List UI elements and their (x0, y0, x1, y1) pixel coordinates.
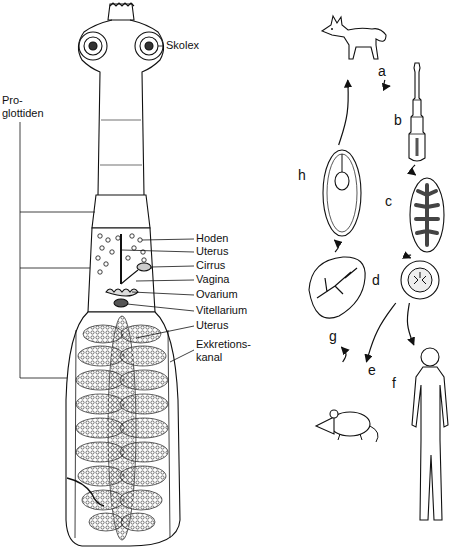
sucker-ring (84, 37, 102, 55)
leader-line (170, 350, 194, 362)
cyst-wall (323, 150, 361, 236)
liver (309, 257, 365, 318)
sucker (135, 32, 163, 60)
stage-drawing (372, 258, 442, 303)
gravid-segment (410, 178, 444, 252)
cycle-arrow (341, 347, 346, 362)
genital-duct (67, 478, 104, 506)
neck-line (100, 120, 142, 165)
part-label: Hoden (196, 232, 228, 245)
cycle-arrow (384, 80, 390, 86)
protoscolex-neck (342, 154, 343, 173)
life-cycle-stage: f (392, 345, 455, 527)
mouse-ear (330, 410, 338, 418)
embryo-hooks (414, 272, 426, 284)
uterus-mark (416, 138, 419, 156)
sucker-center (89, 42, 97, 50)
leader-line (132, 292, 194, 295)
stage-letter: c (385, 193, 392, 209)
stage-drawing (318, 5, 388, 80)
part-label: Exkretions- kanal (196, 338, 256, 364)
cycle-arrow (411, 165, 415, 175)
sucker-ring (140, 37, 158, 55)
life-cycle-stage: c (385, 175, 450, 255)
egg-filled-uterus (416, 185, 438, 245)
fox (322, 16, 386, 59)
cycle-arrow (407, 255, 411, 258)
leader-line (158, 46, 164, 47)
part-label: Pro- glottiden (2, 94, 46, 120)
protoscolex (335, 172, 349, 190)
adult-worm (409, 63, 425, 161)
hook-crown (110, 3, 134, 6)
leader-line (136, 280, 194, 281)
part-label: Skolex (166, 39, 199, 52)
life-cycle-stage: b (390, 60, 435, 165)
gravid-uterus (76, 316, 168, 540)
life-cycle-stage: d (372, 258, 442, 303)
stage-letter: b (394, 112, 402, 128)
cycle-arrow (339, 80, 349, 145)
human-head (421, 348, 439, 366)
stage-letter: a (378, 63, 386, 79)
stage-drawing (298, 145, 366, 240)
stage-letter: e (368, 362, 376, 378)
gravid-proglottid (66, 312, 180, 546)
leader-lines (20, 46, 194, 378)
mature-proglottid (88, 228, 155, 312)
leader-line (122, 250, 194, 252)
part-label: Ovarium (196, 288, 238, 301)
stage-letter: d (372, 272, 380, 288)
cyst-inner (327, 154, 357, 232)
stage-letter: f (392, 375, 396, 391)
part-label: Uterus (196, 319, 228, 332)
leader-line (142, 239, 194, 240)
stage-drawing (392, 345, 455, 527)
life-cycle-stage: g (305, 252, 370, 347)
life-cycle-stage: e (310, 362, 382, 444)
vagina-duct (121, 268, 152, 284)
rostellum (108, 4, 134, 20)
part-label: Cirrus (196, 259, 225, 272)
bracket-line (20, 122, 95, 378)
life-cycle-stage: h (298, 145, 366, 240)
sucker (79, 32, 107, 60)
stage-drawing (385, 175, 450, 255)
uterus-stem (120, 234, 122, 284)
cirrus-sac (137, 263, 151, 271)
part-label: Vitellarium (196, 304, 247, 317)
vitellarium (114, 299, 128, 307)
cycle-arrow (334, 240, 338, 252)
mouse-head (316, 417, 334, 434)
ovary (106, 289, 138, 296)
immature-proglottid (92, 195, 150, 228)
part-label: Vagina (196, 273, 229, 286)
mouse-tail (338, 426, 378, 442)
stage-letter: h (298, 167, 306, 183)
stage-drawing (305, 252, 370, 347)
cycle-arrow (366, 303, 395, 362)
fox-eye (331, 28, 333, 30)
human-body (412, 367, 448, 520)
stage-letter: g (329, 328, 337, 344)
scolex-outline (78, 20, 163, 195)
segment-line (409, 100, 425, 134)
oncosphere (408, 268, 432, 292)
worm-body (66, 3, 180, 546)
hydatid-cysts (317, 268, 357, 298)
leader-line (151, 266, 194, 267)
life-cycle-stage: a (318, 5, 388, 80)
part-label: Uterus (196, 245, 228, 258)
leader-line (136, 326, 194, 338)
leader-line (127, 304, 194, 311)
egg-shell (401, 261, 439, 299)
cycle-arrow (407, 303, 413, 345)
sucker-center (145, 42, 153, 50)
